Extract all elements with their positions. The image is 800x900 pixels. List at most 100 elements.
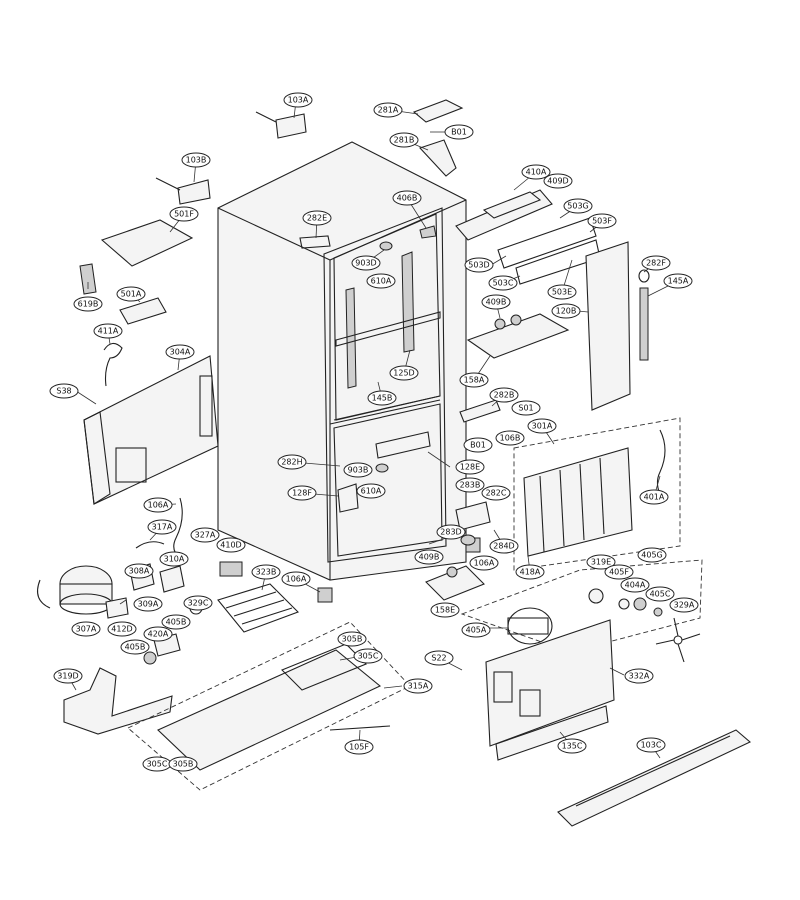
callout-125d: 125D (389, 365, 419, 381)
callout-label: 282F (646, 259, 666, 268)
callout-label: 305C (147, 760, 168, 769)
callout-label: S38 (56, 387, 71, 396)
callout-label: 405G (641, 551, 662, 560)
callout-oval (455, 459, 485, 475)
callout-oval (168, 756, 198, 772)
callout-oval (49, 383, 79, 399)
callout-106b: 106B (495, 430, 525, 446)
callout-label: 619B (78, 300, 99, 309)
callout-oval (436, 524, 466, 540)
callout-409b: 409B (414, 549, 444, 565)
callout-301a: 301A (527, 418, 557, 434)
callout-305b: 305B (168, 756, 198, 772)
callout-oval (287, 485, 317, 501)
callout-oval (459, 372, 489, 388)
callout-106a: 106A (469, 555, 499, 571)
callout-305c: 305C (142, 756, 172, 772)
callout-323b: 323B (251, 564, 281, 580)
callout-503e: 503E (547, 284, 577, 300)
callout-oval (337, 631, 367, 647)
callout-oval (159, 551, 189, 567)
callout-412d: 412D (107, 621, 137, 637)
callout-label: 307A (76, 625, 97, 634)
callout-label: 503G (567, 202, 588, 211)
callout-b01: B01 (463, 437, 493, 453)
callout-610a: 610A (356, 483, 386, 499)
callout-label: 409B (486, 298, 507, 307)
callout-oval (343, 462, 373, 478)
callout-304a: 304A (165, 344, 195, 360)
callout-319d: 319D (53, 668, 83, 684)
callout-106a: 106A (143, 497, 173, 513)
callout-label: 128F (292, 489, 312, 498)
callout-406b: 406B (392, 190, 422, 206)
callout-oval (495, 430, 525, 446)
callout-282c: 282C (481, 485, 511, 501)
callout-310a: 310A (159, 551, 189, 567)
callout-oval (527, 418, 557, 434)
callout-label: 145A (668, 277, 689, 286)
callout-oval (587, 213, 617, 229)
callout-s38: S38 (49, 383, 79, 399)
callout-oval (481, 485, 511, 501)
callout-135c: 135C (557, 738, 587, 754)
callout-label: 281B (394, 136, 415, 145)
callout-oval (636, 737, 666, 753)
callout-label: 501F (174, 210, 194, 219)
callout-label: 405A (466, 626, 487, 635)
callout-label: 319E (591, 558, 611, 567)
callout-128e: 128E (455, 459, 485, 475)
callout-105f: 105F (344, 739, 374, 755)
callout-oval (124, 563, 154, 579)
callout-oval (414, 549, 444, 565)
callout-oval (620, 577, 650, 593)
rear-cover-group (485, 619, 752, 827)
callout-label: 319D (57, 672, 78, 681)
callout-401a: 401A (639, 489, 669, 505)
callout-282b: 282B (489, 387, 519, 403)
callout-label: 329C (188, 599, 209, 608)
callout-158a: 158A (459, 372, 489, 388)
callout-307a: 307A (71, 621, 101, 637)
callout-oval (464, 257, 494, 273)
callout-label: 158A (464, 376, 485, 385)
callout-label: B01 (451, 128, 467, 137)
callout-418a: 418A (515, 564, 545, 580)
callout-103c: 103C (636, 737, 666, 753)
callout-281a: 281A (373, 102, 403, 118)
callout-501a: 501A (116, 286, 146, 302)
callout-oval (557, 738, 587, 754)
callout-s01: S01 (511, 400, 541, 416)
callout-oval (389, 365, 419, 381)
callout-oval (639, 489, 669, 505)
callout-oval (586, 554, 616, 570)
callout-oval (551, 303, 581, 319)
callout-label: 309A (138, 600, 159, 609)
callout-label: 283D (440, 528, 461, 537)
callout-label: 323B (256, 568, 277, 577)
callout-label: 315A (408, 682, 429, 691)
callout-label: 304A (170, 348, 191, 357)
callout-label: 405B (166, 618, 187, 627)
callout-oval (356, 483, 386, 499)
callout-oval (489, 538, 519, 554)
callout-410a: 410A (521, 164, 551, 180)
callout-oval (53, 668, 83, 684)
callout-315a: 315A (403, 678, 433, 694)
callout-label: 128E (460, 463, 480, 472)
callout-b01: B01 (444, 124, 474, 140)
callout-oval (624, 668, 654, 684)
callout-oval (669, 597, 699, 613)
callout-283d: 283D (436, 524, 466, 540)
callout-label: 327A (195, 531, 216, 540)
callout-503d: 503D (464, 257, 494, 273)
callout-503g: 503G (563, 198, 593, 214)
callout-405b: 405B (161, 614, 191, 630)
callout-label: 125D (393, 369, 414, 378)
callout-label: 103A (288, 96, 309, 105)
cabinet-body (217, 141, 481, 603)
callout-oval (547, 284, 577, 300)
callout-label: 903D (355, 259, 376, 268)
